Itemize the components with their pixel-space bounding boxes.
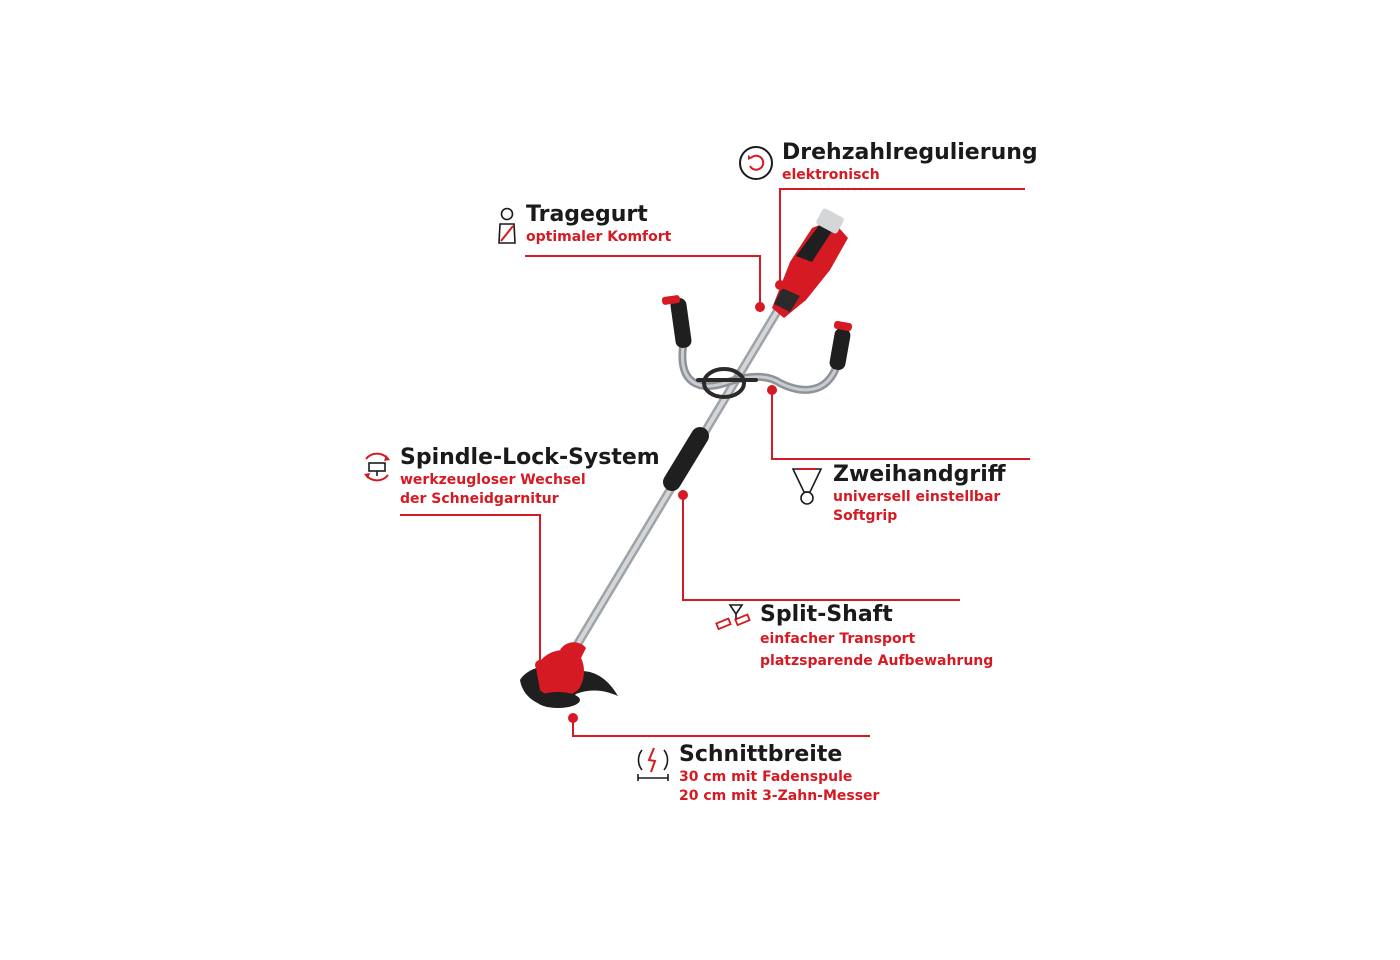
feature-zweihand: Zweihandgriff universell einstellbar Sof… <box>833 462 1006 526</box>
trimmer-head <box>520 642 618 708</box>
feature-drehzahl: Drehzahlregulierung elektronisch <box>782 140 1038 185</box>
feature-zweihand-title: Zweihandgriff <box>833 462 1006 487</box>
dot-tragegurt <box>755 302 765 312</box>
feature-zweihand-sub2: Softgrip <box>833 508 898 524</box>
callout-line-split <box>682 495 960 601</box>
feature-split-sub1: einfacher Transport <box>760 631 916 647</box>
callout-dots <box>535 280 785 723</box>
feature-drehzahl-sub1: elektronisch <box>782 167 880 183</box>
feature-split: Split-Shaft einfacher Transport platzspa… <box>760 602 993 672</box>
callout-line-tragegurt <box>525 255 761 307</box>
feature-tragegurt-title: Tragegurt <box>526 202 648 227</box>
feature-schnitt-sub1: 30 cm mit Fadenspule <box>679 769 853 785</box>
feature-split-sub2: platzsparende Aufbewahrung <box>760 653 994 669</box>
callout-line-spindle <box>400 514 541 665</box>
feature-spindle-sub2: der Schneidgarnitur <box>400 491 559 507</box>
callout-line-drehzahl <box>779 188 1025 285</box>
split-coupling <box>663 427 709 491</box>
cutting-width-icon <box>637 747 669 781</box>
spindle-lock-icon <box>364 452 390 482</box>
rotation-speed-icon <box>739 146 773 180</box>
feature-spindle: Spindle-Lock-System werkzeugloser Wechse… <box>400 445 660 509</box>
feature-schnitt-sub2: 20 cm mit 3-Zahn-Messer <box>679 788 880 804</box>
feature-spindle-sub1: werkzeugloser Wechsel <box>400 472 586 488</box>
callout-lines <box>400 188 1030 737</box>
feature-drehzahl-title: Drehzahlregulierung <box>782 140 1038 165</box>
feature-schnitt: Schnittbreite 30 cm mit Fadenspule 20 cm… <box>679 742 879 806</box>
split-shaft-icon <box>715 604 751 631</box>
dot-spindle <box>535 660 545 670</box>
feature-zweihand-sub1: universell einstellbar <box>833 489 1001 505</box>
feature-tragegurt-sub1: optimaler Komfort <box>526 229 672 245</box>
left-grip <box>661 295 692 348</box>
right-grip <box>829 320 853 370</box>
dot-split <box>678 490 688 500</box>
dot-drehzahl <box>775 280 785 290</box>
two-hand-grip-icon <box>791 468 823 505</box>
motor-housing <box>772 208 848 318</box>
dot-zweihand <box>767 385 777 395</box>
feature-spindle-title: Spindle-Lock-System <box>400 445 660 470</box>
feature-split-title: Split-Shaft <box>760 602 893 627</box>
feature-tragegurt: Tragegurt optimaler Komfort <box>526 202 671 247</box>
shoulder-strap-icon <box>498 207 516 244</box>
dot-schnitt <box>568 713 578 723</box>
bike-handle <box>678 334 846 399</box>
callout-line-schnitt <box>572 718 870 737</box>
feature-schnitt-title: Schnittbreite <box>679 742 843 767</box>
callout-line-zweihand <box>771 390 1030 460</box>
